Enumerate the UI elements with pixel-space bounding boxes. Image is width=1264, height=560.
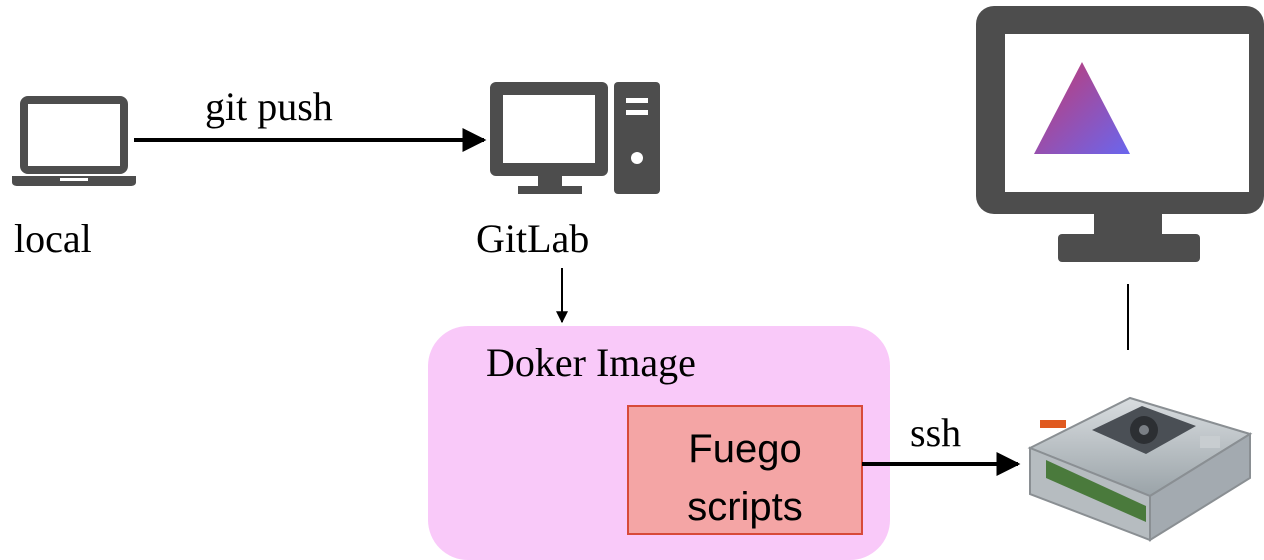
docker-image-label: Doker Image bbox=[486, 340, 696, 385]
local-label: local bbox=[14, 216, 92, 261]
scripts-label: scripts bbox=[687, 485, 803, 529]
gitlab-label: GitLab bbox=[476, 216, 589, 261]
rcar-board-image bbox=[1027, 396, 1253, 542]
desktop-computer-icon bbox=[490, 82, 660, 194]
laptop-icon bbox=[12, 96, 136, 186]
fuego-label: Fuego bbox=[688, 427, 801, 471]
fuego-scripts-box bbox=[627, 405, 863, 535]
ssh-label: ssh bbox=[910, 410, 961, 455]
triangle-logo-icon bbox=[1034, 62, 1130, 154]
git-push-label: git push bbox=[205, 84, 333, 129]
monitor-icon bbox=[976, 6, 1264, 262]
